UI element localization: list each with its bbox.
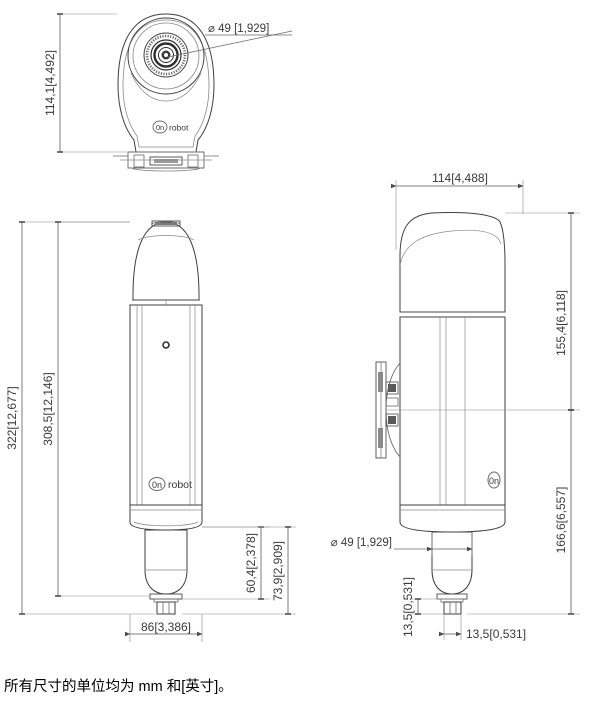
dimension-front-nozzle-total: 73,9[2,909]	[182, 526, 296, 615]
front-view-collar	[129, 504, 203, 531]
dimension-label-front-width: 86[3,386]	[141, 620, 191, 634]
dimension-label-side-offset-horizontal: 13,5[0,531]	[466, 627, 526, 641]
side-view-logo-mark: 0n	[487, 471, 501, 489]
dimension-side-width: 114[4,488]	[390, 171, 524, 250]
svg-text:0n: 0n	[152, 480, 162, 490]
svg-text:0n: 0n	[489, 476, 499, 486]
dimension-side-lower-height: 166,6[6,557]	[467, 409, 580, 615]
dimension-front-width: 86[3,386]	[124, 614, 203, 642]
dimension-label-front-total-height: 322[12,677]	[5, 386, 19, 449]
dimension-front-nozzle-height: 60,4[2,378]	[182, 526, 270, 600]
dimension-label-side-lower-height: 166,6[6,557]	[554, 487, 568, 554]
dimension-label-side-nozzle-diameter: ⌀ 49 [1,929]	[331, 537, 392, 549]
top-view-logo: 0n robot	[152, 120, 189, 134]
dimension-label-side-offset-vertical: 13,5[0,531]	[401, 577, 415, 637]
dimension-label-top-lens-diameter: ⌀ 49 [1,929]	[208, 23, 269, 35]
side-view-group: 0n 114[4,488]	[331, 171, 580, 641]
units-caption: 所有尺寸的单位均为 mm 和[英寸]。	[4, 679, 233, 695]
svg-text:0n: 0n	[156, 123, 164, 132]
top-view-body	[117, 13, 215, 153]
top-view-base	[113, 151, 219, 172]
dimension-label-front-body-height: 308,5[12,146]	[41, 372, 55, 445]
front-view-nozzle	[144, 529, 188, 615]
dimension-side-nozzle-diameter: ⌀ 49 [1,929]	[331, 532, 473, 556]
front-view-logo: 0n robot	[148, 477, 192, 491]
dimension-front-body-height: 308,5[12,146]	[41, 221, 150, 597]
dimension-side-offset-vertical: 13,5[0,531]	[401, 577, 463, 637]
top-view-group: 0n robot 114,1[4,492]	[43, 13, 293, 172]
top-view-lens	[143, 32, 189, 78]
front-view-body	[129, 220, 203, 506]
front-view-group: 0n robot 322[12,677]	[5, 220, 296, 642]
dimension-side-upper-height: 155,4[6,118]	[386, 212, 580, 411]
dimension-front-total-height: 322[12,677]	[5, 221, 155, 615]
dimension-label-side-width: 114[4,488]	[432, 171, 488, 185]
dimension-label-top-height: 114,1[4,492]	[43, 50, 57, 116]
dimension-side-offset-horizontal: 13,5[0,531]	[438, 614, 526, 641]
side-view-body	[399, 212, 506, 506]
dimension-label-side-upper-height: 155,4[6,118]	[554, 290, 568, 356]
top-view-logo-text: robot	[169, 123, 189, 133]
side-view-collar	[399, 504, 506, 533]
side-view-nozzle	[431, 531, 473, 615]
dimension-label-front-nozzle-total: 73,9[2,909]	[271, 541, 285, 601]
dimension-label-front-nozzle-height: 60,4[2,378]	[244, 533, 258, 593]
dimension-top-lens-diameter: ⌀ 49 [1,929]	[167, 23, 293, 58]
front-view-logo-text: robot	[168, 479, 192, 491]
dimension-top-height: 114,1[4,492]	[43, 13, 127, 153]
